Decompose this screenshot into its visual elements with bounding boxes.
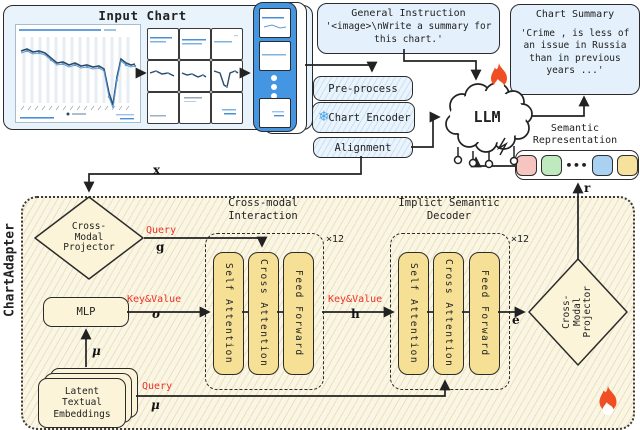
semantic-token-box: ••• — [515, 150, 639, 180]
projector-in-line2: Modal — [74, 231, 104, 243]
edge-label-keyvalue-sigma: Key&Value — [127, 294, 182, 305]
decoder-title-1: Implict Semantic — [398, 197, 500, 209]
projector-in-line3: Projector — [63, 242, 115, 254]
edge-label-r: r — [584, 181, 591, 195]
preprocess-label: Pre-process — [328, 82, 398, 95]
chart-encoder-label: Chart Encoder — [328, 111, 411, 124]
chart-patch — [179, 60, 211, 92]
general-instruction-bubble: General Instruction '<image>\nWrite a su… — [317, 3, 500, 54]
semantic-representation-label-1: Semantic — [550, 123, 600, 134]
preprocess-box: Pre-process — [313, 76, 413, 101]
chart-summary-title: Chart Summary — [535, 9, 615, 20]
strip-ellipsis-dot — [271, 75, 277, 81]
chart-summary-line: than in previous — [529, 52, 621, 64]
semantic-token-green — [540, 154, 562, 176]
edge-tokens-to-llm — [470, 156, 515, 168]
general-instruction-line2: this chart.' — [374, 34, 443, 45]
interaction-cross-attention: Cross Attention — [248, 252, 279, 375]
interaction-self-attention: Self Attention — [213, 252, 244, 375]
snowflake-icon: ❄ — [318, 109, 330, 125]
strip-patch — [259, 98, 291, 128]
chart-summary-line: 'Crime , is less of — [520, 27, 630, 39]
llm-label: LLM — [473, 108, 500, 126]
strip-patch — [259, 41, 291, 71]
input-chart-title: Input Chart — [98, 8, 187, 23]
projector-in-line1: Cross- — [71, 221, 107, 233]
flame-icon-llm — [491, 63, 507, 91]
decoder-title-2: Decoder — [426, 210, 472, 222]
latent-line2: Textual — [61, 397, 103, 409]
latent-line1: Latent — [64, 385, 100, 397]
general-instruction-title: General Instruction — [351, 8, 466, 19]
edge-label-query-mu: Query — [142, 381, 173, 392]
chart-patch — [211, 28, 243, 60]
alignment-label: Alignment — [334, 141, 392, 154]
decoder-self-attention: Self Attention — [398, 252, 429, 375]
cross-modal-projector-out: Cross- Modal Projector — [528, 258, 628, 366]
mlp-box: MLP — [43, 297, 129, 327]
edge-label-e: e — [512, 313, 520, 327]
edge-label-mu-up: μ — [92, 344, 101, 358]
edge-strip-to-preprocess — [305, 61, 378, 73]
edge-label-h: h — [351, 307, 360, 321]
edge-label-g: g — [156, 240, 165, 254]
input-chart-thumbnail — [15, 24, 141, 123]
chart-summary-line: years ...' — [546, 65, 604, 76]
chart-patch — [211, 60, 243, 92]
semantic-token-yellow — [617, 154, 638, 176]
strip-ellipsis-dot — [271, 84, 277, 90]
chart-patch — [179, 92, 211, 124]
chart-summary-line: an issue in Russia — [523, 40, 627, 51]
input-chart-thumbnail-plot — [19, 29, 137, 120]
token-ellipsis: ••• — [565, 158, 589, 172]
chart-encoder-box: ❄ Chart Encoder — [312, 102, 415, 133]
edge-label-query-g: Query — [146, 225, 177, 236]
chart-patch — [211, 92, 243, 124]
chart-patch — [179, 28, 211, 60]
general-instruction-line1: '<image>\nWrite a summary for — [325, 21, 492, 32]
interaction-feed-forward: Feed Forward — [283, 252, 314, 375]
decoder-repeat-count: ×12 — [511, 234, 530, 245]
edge-label-keyvalue-h: Key&Value — [328, 294, 383, 305]
projector-out-line3: Projector — [582, 286, 594, 338]
interaction-title-1: Cross-modal — [228, 197, 298, 209]
chart-adapter-label: ChartAdapter — [2, 223, 18, 317]
edge-llm-to-summary — [528, 95, 590, 117]
interaction-repeat-count: ×12 — [326, 234, 345, 245]
alignment-box: Alignment — [313, 137, 413, 158]
interaction-title-2: Interaction — [228, 210, 298, 222]
edge-label-mu: μ — [151, 398, 160, 412]
latent-embeddings-card: Latent Textual Embeddings — [38, 378, 126, 428]
strip-patch — [259, 8, 291, 38]
chart-summary-bubble: Chart Summary 'Crime , is less of an iss… — [510, 4, 640, 95]
mlp-label: MLP — [76, 306, 96, 318]
edge-label-sigma: σ — [152, 307, 161, 321]
chart-patch — [147, 60, 179, 92]
semantic-representation-label-2: Representation — [532, 135, 618, 146]
decoder-feed-forward: Feed Forward — [469, 252, 500, 375]
latent-line3: Embeddings — [53, 408, 111, 420]
semantic-token-pink — [516, 154, 537, 176]
edge-alignment-to-llm — [411, 111, 441, 148]
edge-x-alignment-to-adapter — [83, 156, 362, 193]
chart-patch — [147, 92, 179, 124]
chart-patch — [147, 28, 179, 60]
strip-ellipsis-dot — [271, 93, 277, 99]
semantic-token-blue — [592, 154, 614, 176]
cross-modal-projector-in: Cross- Modal Projector — [34, 196, 144, 280]
edge-label-x: x — [153, 163, 161, 177]
decoder-cross-attention: Cross Attention — [433, 252, 464, 375]
